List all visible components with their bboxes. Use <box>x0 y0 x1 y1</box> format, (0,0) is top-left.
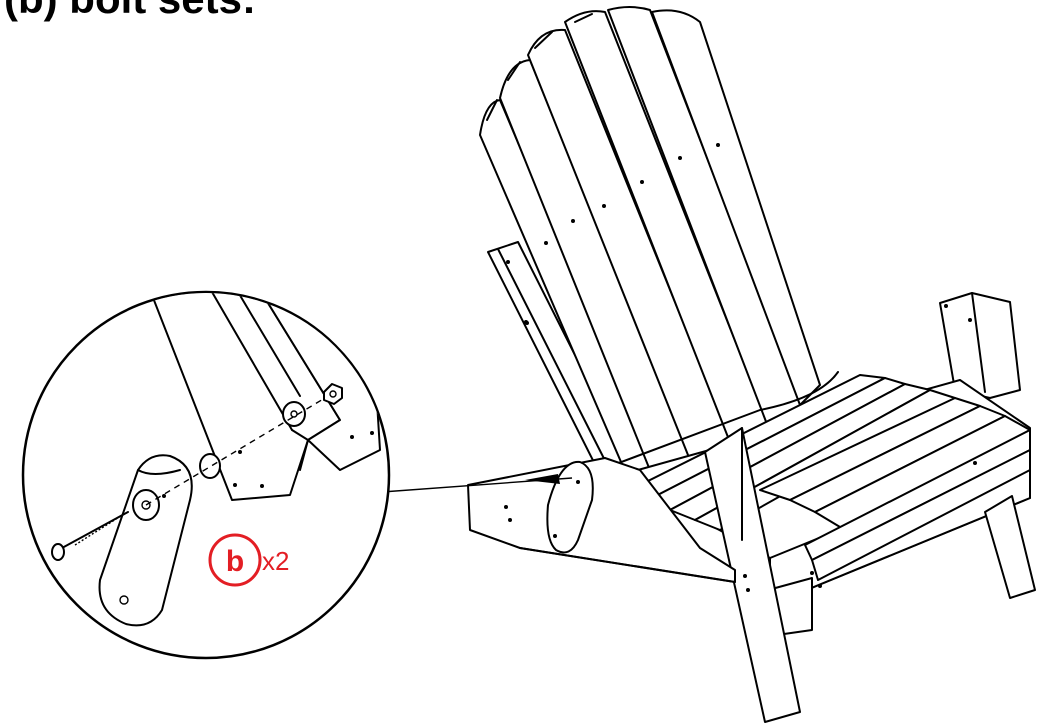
part-badge-circle <box>208 533 262 587</box>
bolt-detail-callout <box>21 290 391 660</box>
part-badge: b x2 <box>208 533 289 587</box>
base-board <box>467 457 736 583</box>
adirondack-chair-drawing <box>467 6 1036 723</box>
page-title: (b) bolt sets: <box>4 0 256 20</box>
washer-icon <box>132 401 306 521</box>
arm-bracket <box>546 460 594 554</box>
arm-bracket-icon <box>98 454 193 627</box>
back-rail <box>599 371 839 471</box>
back-slats <box>479 6 821 507</box>
part-badge-letter: b <box>226 545 244 578</box>
front-legs <box>704 427 813 723</box>
bolt-arrow <box>525 474 560 484</box>
part-badge-quantity: x2 <box>262 546 289 576</box>
nut-icon <box>323 383 343 405</box>
front-right-leg <box>984 495 1036 599</box>
bolt-icon <box>51 511 129 561</box>
callout-leader-line <box>381 477 573 493</box>
